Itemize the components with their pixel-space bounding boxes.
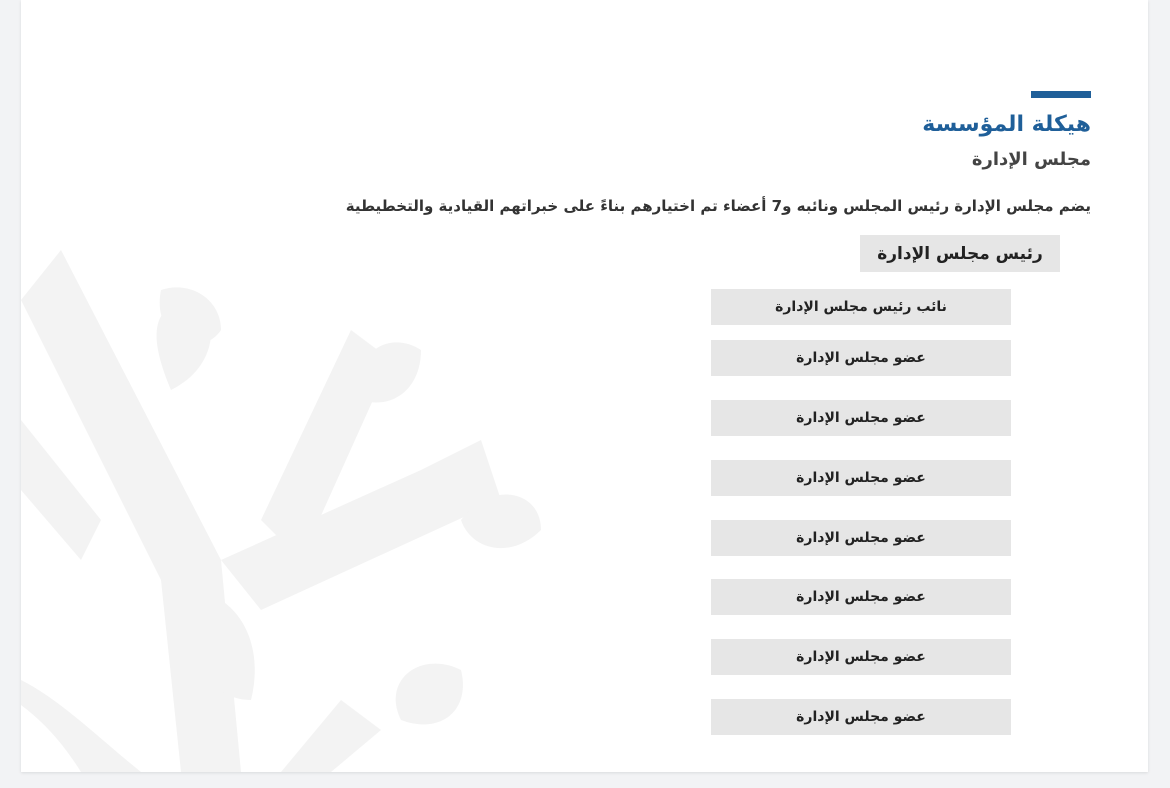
vice-chairman-box: نائب رئيس مجلس الإدارة	[711, 289, 1011, 325]
board-member-box: عضو مجلس الإدارة	[711, 699, 1011, 735]
board-member-box: عضو مجلس الإدارة	[711, 340, 1011, 376]
content-card: هيكلة المؤسسة مجلس الإدارة يضم مجلس الإد…	[21, 0, 1148, 772]
tree-branch-watermark-icon	[21, 250, 541, 772]
board-member-box: عضو مجلس الإدارة	[711, 400, 1011, 436]
page-subtitle: مجلس الإدارة	[971, 149, 1091, 170]
page-title: هيكلة المؤسسة	[922, 112, 1091, 137]
board-member-box: عضو مجلس الإدارة	[711, 579, 1011, 615]
board-member-box: عضو مجلس الإدارة	[711, 639, 1011, 675]
board-member-box: عضو مجلس الإدارة	[711, 460, 1011, 496]
board-description: يضم مجلس الإدارة رئيس المجلس ونائبه و7 أ…	[345, 197, 1091, 215]
chairman-box: رئيس مجلس الإدارة	[860, 235, 1060, 272]
title-accent-bar	[1031, 91, 1091, 98]
board-member-box: عضو مجلس الإدارة	[711, 520, 1011, 556]
